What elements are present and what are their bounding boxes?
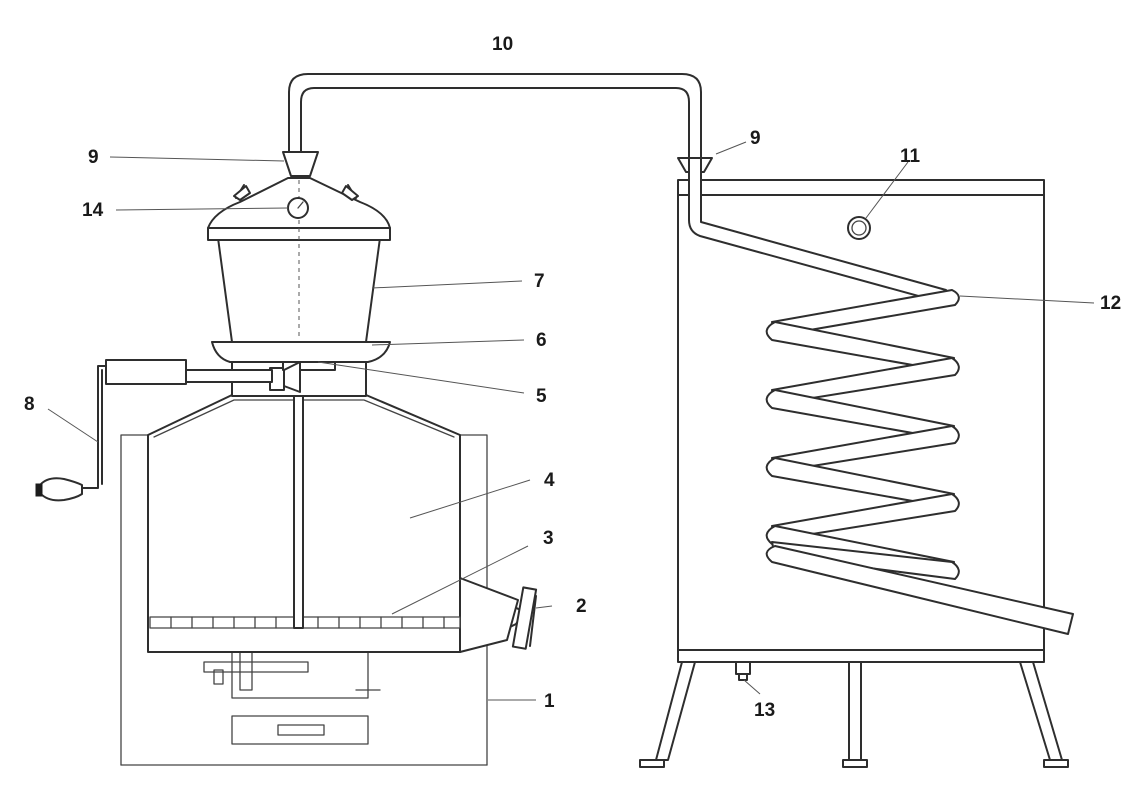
shaft-sleeve [105, 359, 187, 385]
label-9-right: 9 [750, 128, 761, 149]
ash-door-handle [277, 724, 325, 736]
drain-outlet [459, 577, 519, 653]
crank-handle [35, 359, 187, 502]
drain-flange [511, 586, 538, 650]
collar-ring [211, 341, 391, 363]
label-13: 13 [754, 700, 775, 721]
tank-legs [639, 661, 1069, 768]
pipe-connector-left [282, 151, 319, 177]
label-6: 6 [536, 330, 547, 351]
label-7: 7 [534, 271, 545, 292]
neck-gearbox [183, 359, 367, 397]
drive-shaft [183, 369, 273, 383]
label-14: 14 [82, 200, 104, 221]
label-3: 3 [543, 528, 554, 549]
leader-lines [47, 141, 1095, 701]
label-12: 12 [1100, 293, 1121, 314]
label-5: 5 [536, 386, 547, 407]
label-4: 4 [544, 470, 555, 491]
tank-lid [677, 179, 1045, 196]
callout-labels: 10 9 9 11 14 7 12 6 5 8 4 3 2 1 13 [24, 34, 1121, 721]
grate [149, 616, 461, 629]
thermometer-gauge [287, 197, 309, 219]
tank-base [677, 649, 1045, 663]
ash-door [231, 715, 369, 745]
door-latch [203, 661, 309, 673]
label-11: 11 [900, 146, 921, 167]
label-10: 10 [492, 34, 513, 55]
label-9-left: 9 [88, 147, 99, 168]
drain-valve [735, 661, 751, 675]
boiler-vessel [147, 369, 538, 653]
label-8: 8 [24, 394, 35, 415]
label-2: 2 [576, 596, 587, 617]
furnace-base [120, 434, 488, 766]
crank-grip [39, 477, 83, 502]
vapor-pipe [288, 73, 702, 159]
stirrer-shaft [293, 369, 304, 629]
water-inlet [847, 216, 871, 240]
label-1: 1 [544, 691, 555, 712]
latch-handle [239, 649, 253, 691]
condenser-coil [688, 157, 1074, 635]
